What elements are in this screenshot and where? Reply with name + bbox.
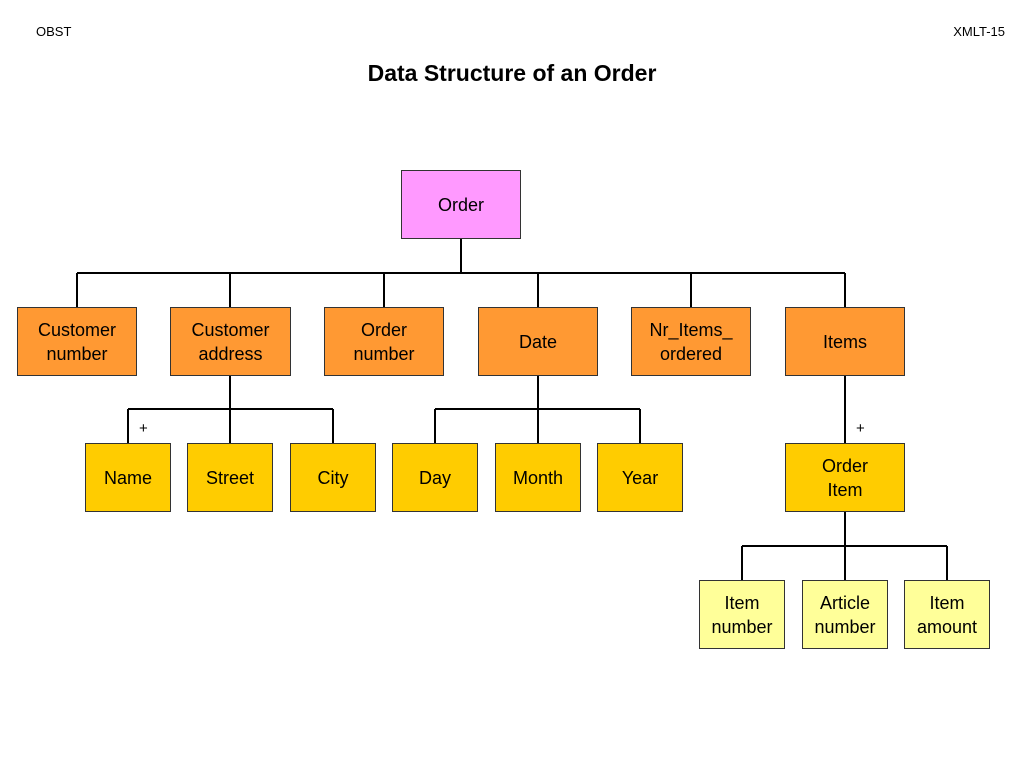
node-item-amount: Item amount	[904, 580, 990, 649]
node-article-number: Article number	[802, 580, 888, 649]
node-customer-address: Customer address	[170, 307, 291, 376]
repeat-marker-name: +	[139, 420, 148, 437]
node-year: Year	[597, 443, 683, 512]
node-city: City	[290, 443, 376, 512]
node-day: Day	[392, 443, 478, 512]
node-date: Date	[478, 307, 598, 376]
page-title: Data Structure of an Order	[367, 60, 657, 86]
node-customer-number: Customer number	[17, 307, 137, 376]
repeat-marker-order-item: +	[856, 420, 865, 437]
node-order-item: Order Item	[785, 443, 905, 512]
header-right-label: XMLT-15	[953, 24, 1005, 39]
node-name: Name	[85, 443, 171, 512]
node-item-number: Item number	[699, 580, 785, 649]
node-order: Order	[401, 170, 521, 239]
node-street: Street	[187, 443, 273, 512]
node-month: Month	[495, 443, 581, 512]
node-items: Items	[785, 307, 905, 376]
node-nr-items-ordered: Nr_Items_ ordered	[631, 307, 751, 376]
node-order-number: Order number	[324, 307, 444, 376]
header-left-label: OBST	[36, 24, 72, 39]
